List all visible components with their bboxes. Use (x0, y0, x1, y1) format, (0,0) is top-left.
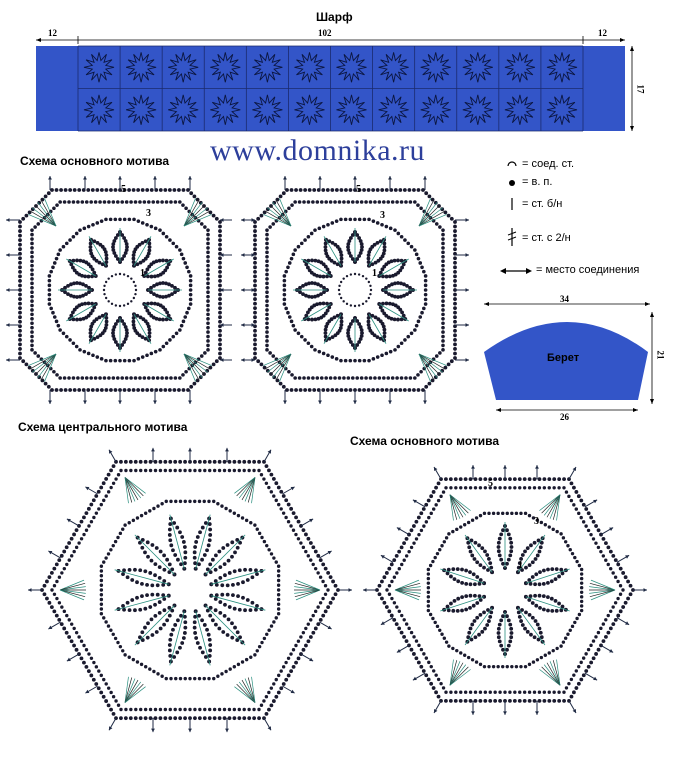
double-treble-icon (507, 228, 517, 246)
round-number-3-left: 3 (146, 208, 151, 219)
legend-double-treble: = ст. с 2/н (522, 232, 571, 244)
square-motif-left (6, 176, 222, 404)
legend-symbols (500, 161, 532, 274)
central-hexagon-motif (28, 447, 352, 733)
round-number-5-right: 5 (356, 184, 361, 195)
slip-stitch-icon (507, 161, 517, 167)
legend-join: = место соединения (536, 264, 640, 276)
chain-dot-icon (509, 180, 515, 186)
beret-dim-bottom: 26 (560, 412, 569, 422)
beret-diagram (484, 302, 654, 412)
scarf-dim-left: 12 (48, 28, 57, 38)
round-number-3-bottom: 3 (534, 516, 539, 527)
scarf-title: Шарф (316, 10, 353, 24)
round-number-5-left: 5 (121, 184, 126, 195)
round-number-3-right: 3 (380, 210, 385, 221)
legend-single-crochet: = ст. б/н (522, 198, 563, 210)
legend-slip-stitch: = соед. ст. (522, 158, 575, 170)
basic-hexagon-motif (363, 465, 647, 715)
scarf-dim-center: 102 (318, 28, 332, 38)
round-number-5-bottom: 5 (488, 478, 493, 489)
round-number-1-left: 1 (140, 268, 145, 279)
join-arrows (220, 218, 469, 362)
legend: = соед. ст. = в. п. = ст. б/н = ст. с 2/… (500, 158, 670, 288)
scarf-diagram (36, 36, 634, 132)
central-motif-label: Схема центрального мотива (18, 420, 188, 434)
scarf-dim-right: 12 (598, 28, 607, 38)
join-arrow-icon (500, 268, 532, 274)
round-number-1-right: 1 (372, 268, 377, 279)
basic-motif-label-bottom: Схема основного мотива (350, 434, 500, 448)
square-motif-right (241, 176, 457, 404)
beret-dim-top: 34 (560, 294, 569, 304)
watermark: www.domnika.ru (210, 134, 426, 167)
round-number-1-bottom: 1 (518, 560, 523, 571)
basic-motif-label-top: Схема основного мотива (20, 154, 170, 168)
legend-chain: = в. п. (522, 176, 553, 188)
beret-label: Берет (547, 352, 580, 364)
